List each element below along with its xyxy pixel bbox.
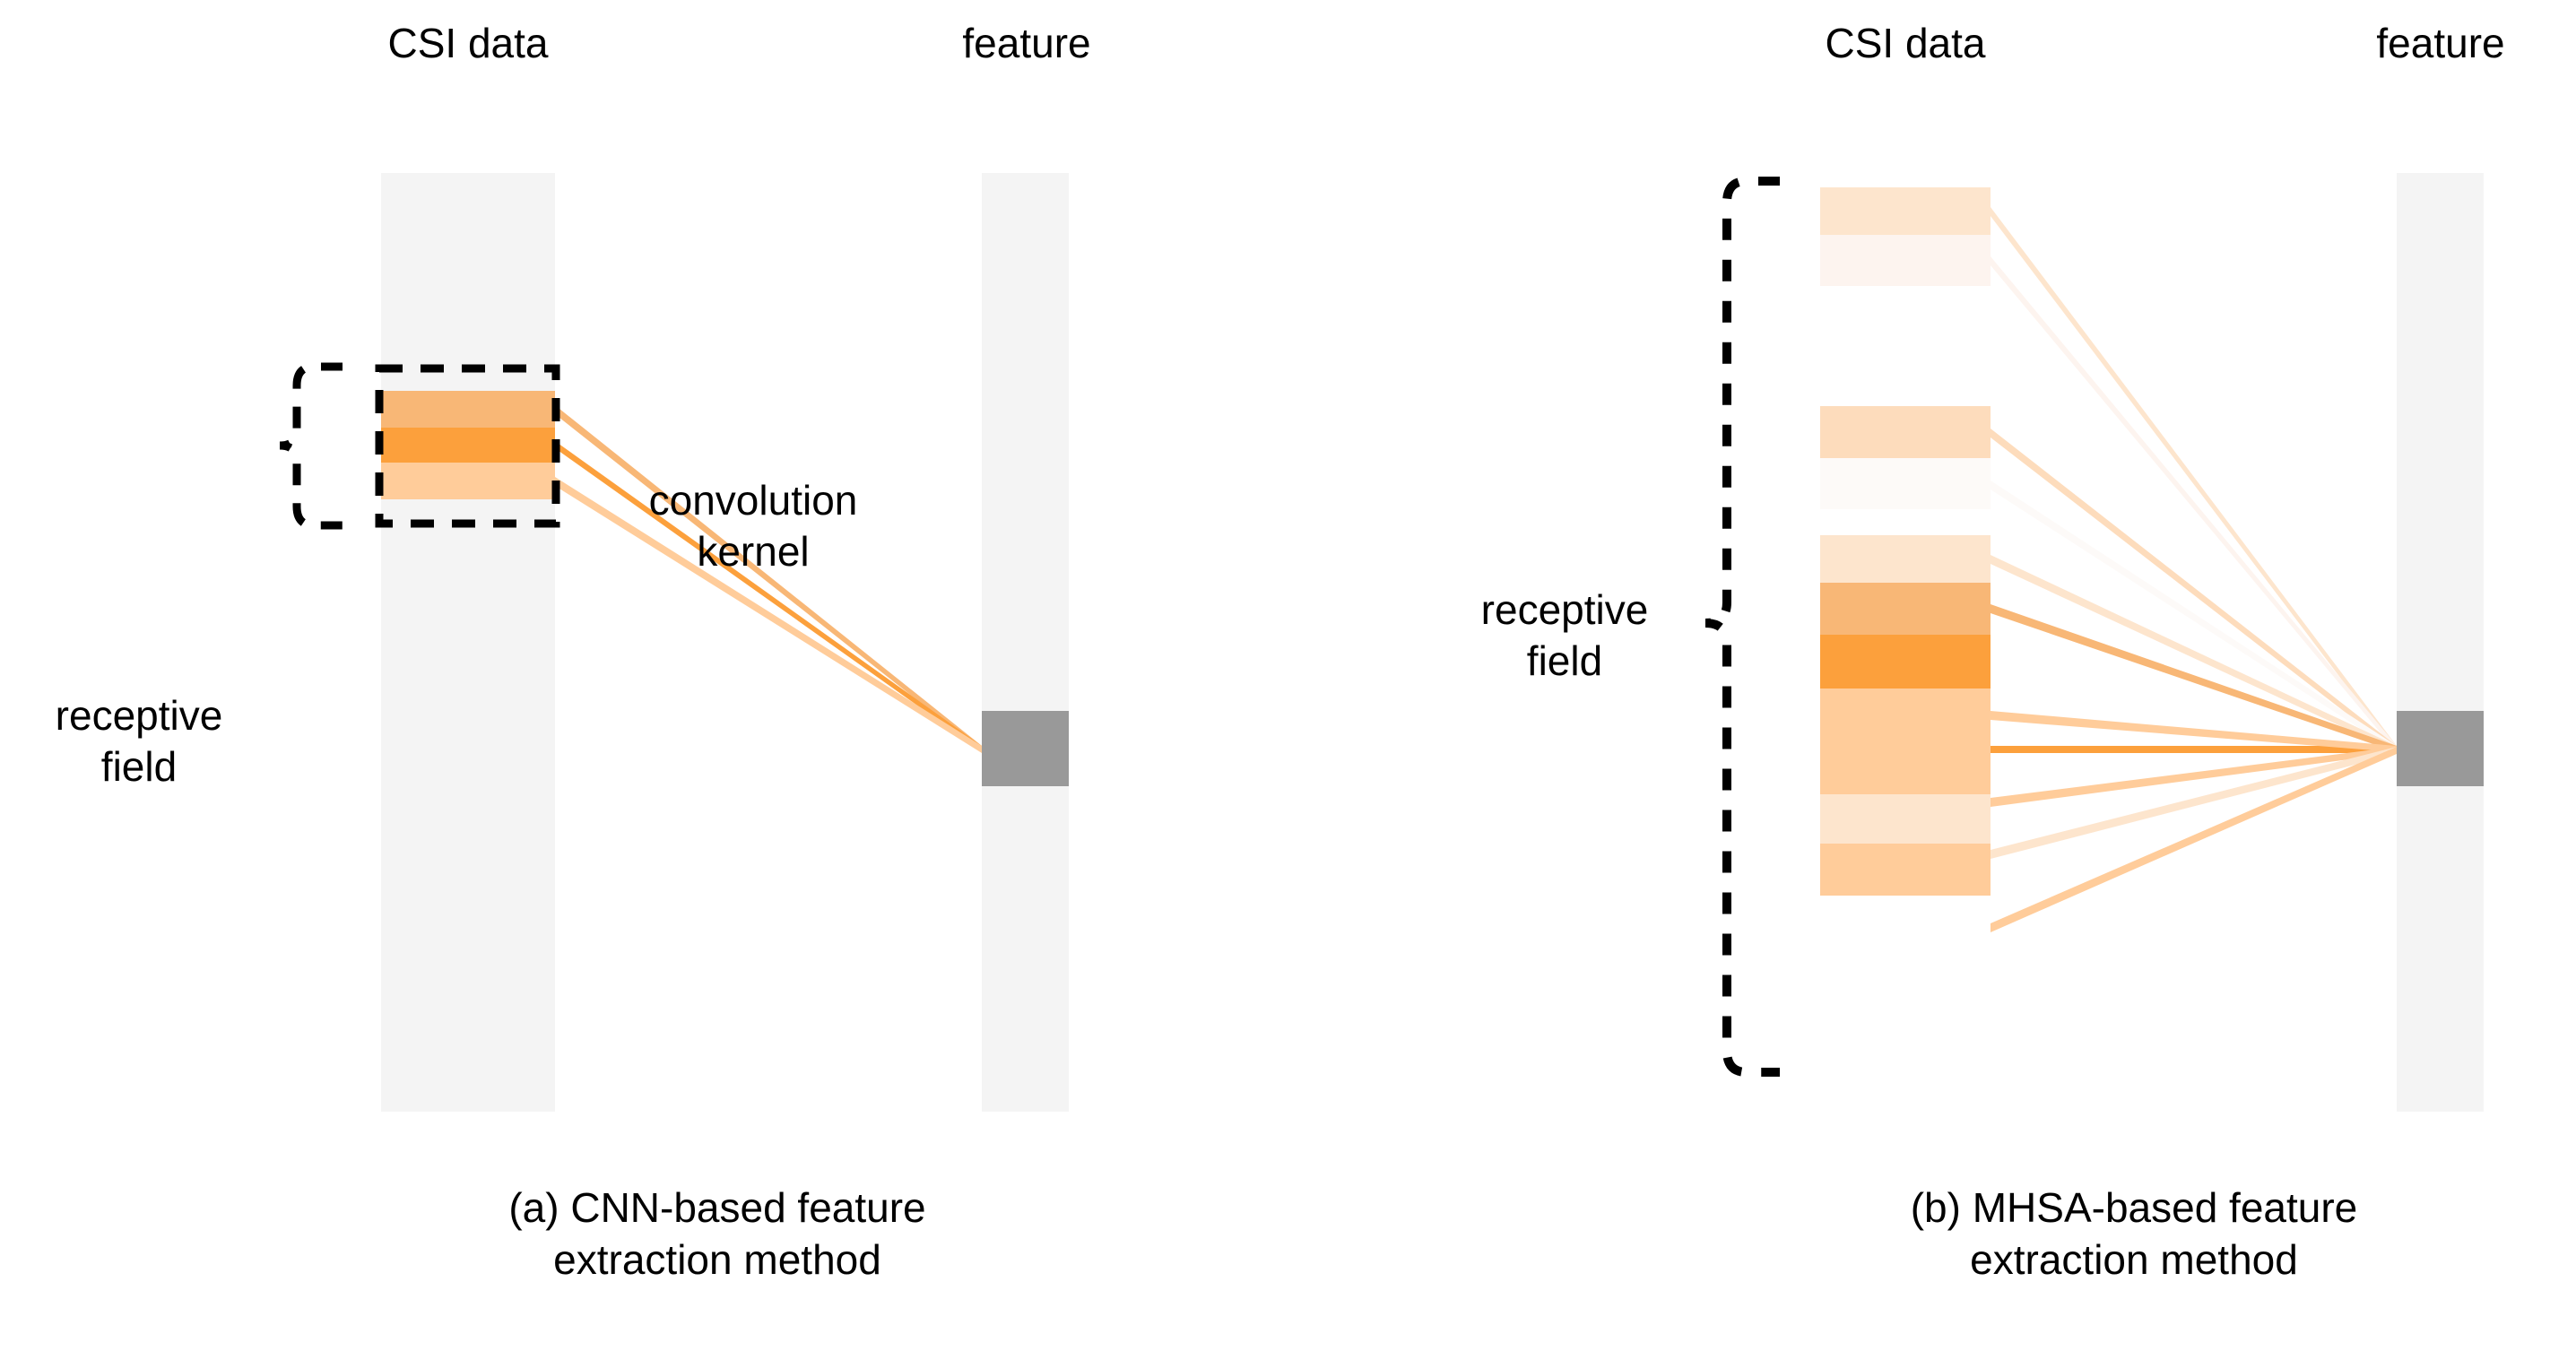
cnn-cell-0 <box>381 391 555 428</box>
mhsa-feature-column <box>2397 173 2484 1112</box>
mhsa-edge-10 <box>1991 747 2397 932</box>
mhsa-cell-5 <box>1820 583 1991 635</box>
mhsa-cell-0 <box>1820 187 1991 235</box>
mhsa-edge-7 <box>1991 711 2397 752</box>
cnn-csi-column <box>381 173 555 1112</box>
mhsa-csi-data-label: CSI data <box>1825 20 1986 66</box>
cnn-receptive-field-label: receptive field <box>55 692 223 790</box>
mhsa-cell-9 <box>1820 794 1991 844</box>
mhsa-edges <box>1991 207 2397 932</box>
mhsa-cell-2 <box>1820 406 1991 458</box>
panel-mhsa <box>1704 173 2484 1112</box>
mhsa-cell-8 <box>1820 739 1991 794</box>
mhsa-feature-label: feature <box>2376 20 2505 66</box>
mhsa-edge-4 <box>1991 555 2397 752</box>
cnn-convolution-kernel-label: convolution kernel <box>648 477 858 575</box>
cnn-feature-label: feature <box>962 20 1091 66</box>
cnn-cell-1 <box>381 428 555 463</box>
mhsa-cell-4 <box>1820 535 1991 583</box>
mhsa-receptive-field-brace <box>1704 177 1780 1077</box>
mhsa-edge-9 <box>1991 747 2397 859</box>
mhsa-cell-1 <box>1820 235 1991 286</box>
cnn-feature-column <box>982 173 1069 1112</box>
cnn-feature-cell <box>982 711 1069 786</box>
mhsa-cell-10 <box>1820 844 1991 896</box>
mhsa-caption: (b) MHSA-based feature extraction method <box>1910 1184 2358 1283</box>
mhsa-edge-2 <box>1991 429 2397 752</box>
cnn-csi-data-label: CSI data <box>387 20 549 66</box>
mhsa-cell-3 <box>1820 458 1991 509</box>
cnn-edge-0 <box>555 405 982 751</box>
cnn-edges <box>555 405 982 753</box>
cnn-kernel-box <box>375 364 560 528</box>
mhsa-cell-6 <box>1820 635 1991 688</box>
mhsa-feature-cell <box>2397 711 2484 786</box>
cnn-edge-2 <box>555 477 982 753</box>
mhsa-edge-3 <box>1991 481 2397 752</box>
cnn-caption: (a) CNN-based feature extraction method <box>508 1184 926 1283</box>
mhsa-edge-5 <box>1991 604 2397 752</box>
mhsa-edge-0 <box>1991 207 2397 752</box>
cnn-edge-1 <box>555 441 982 751</box>
mhsa-edge-6 <box>1991 746 2397 753</box>
cnn-receptive-field-brace <box>279 362 343 530</box>
cnn-cell-2 <box>381 463 555 499</box>
mhsa-receptive-field-label: receptive field <box>1480 586 1649 684</box>
mhsa-cell-7 <box>1820 688 1991 739</box>
mhsa-edge-8 <box>1991 747 2397 807</box>
panel-cnn <box>279 173 1069 1112</box>
mhsa-edge-1 <box>1991 256 2397 752</box>
